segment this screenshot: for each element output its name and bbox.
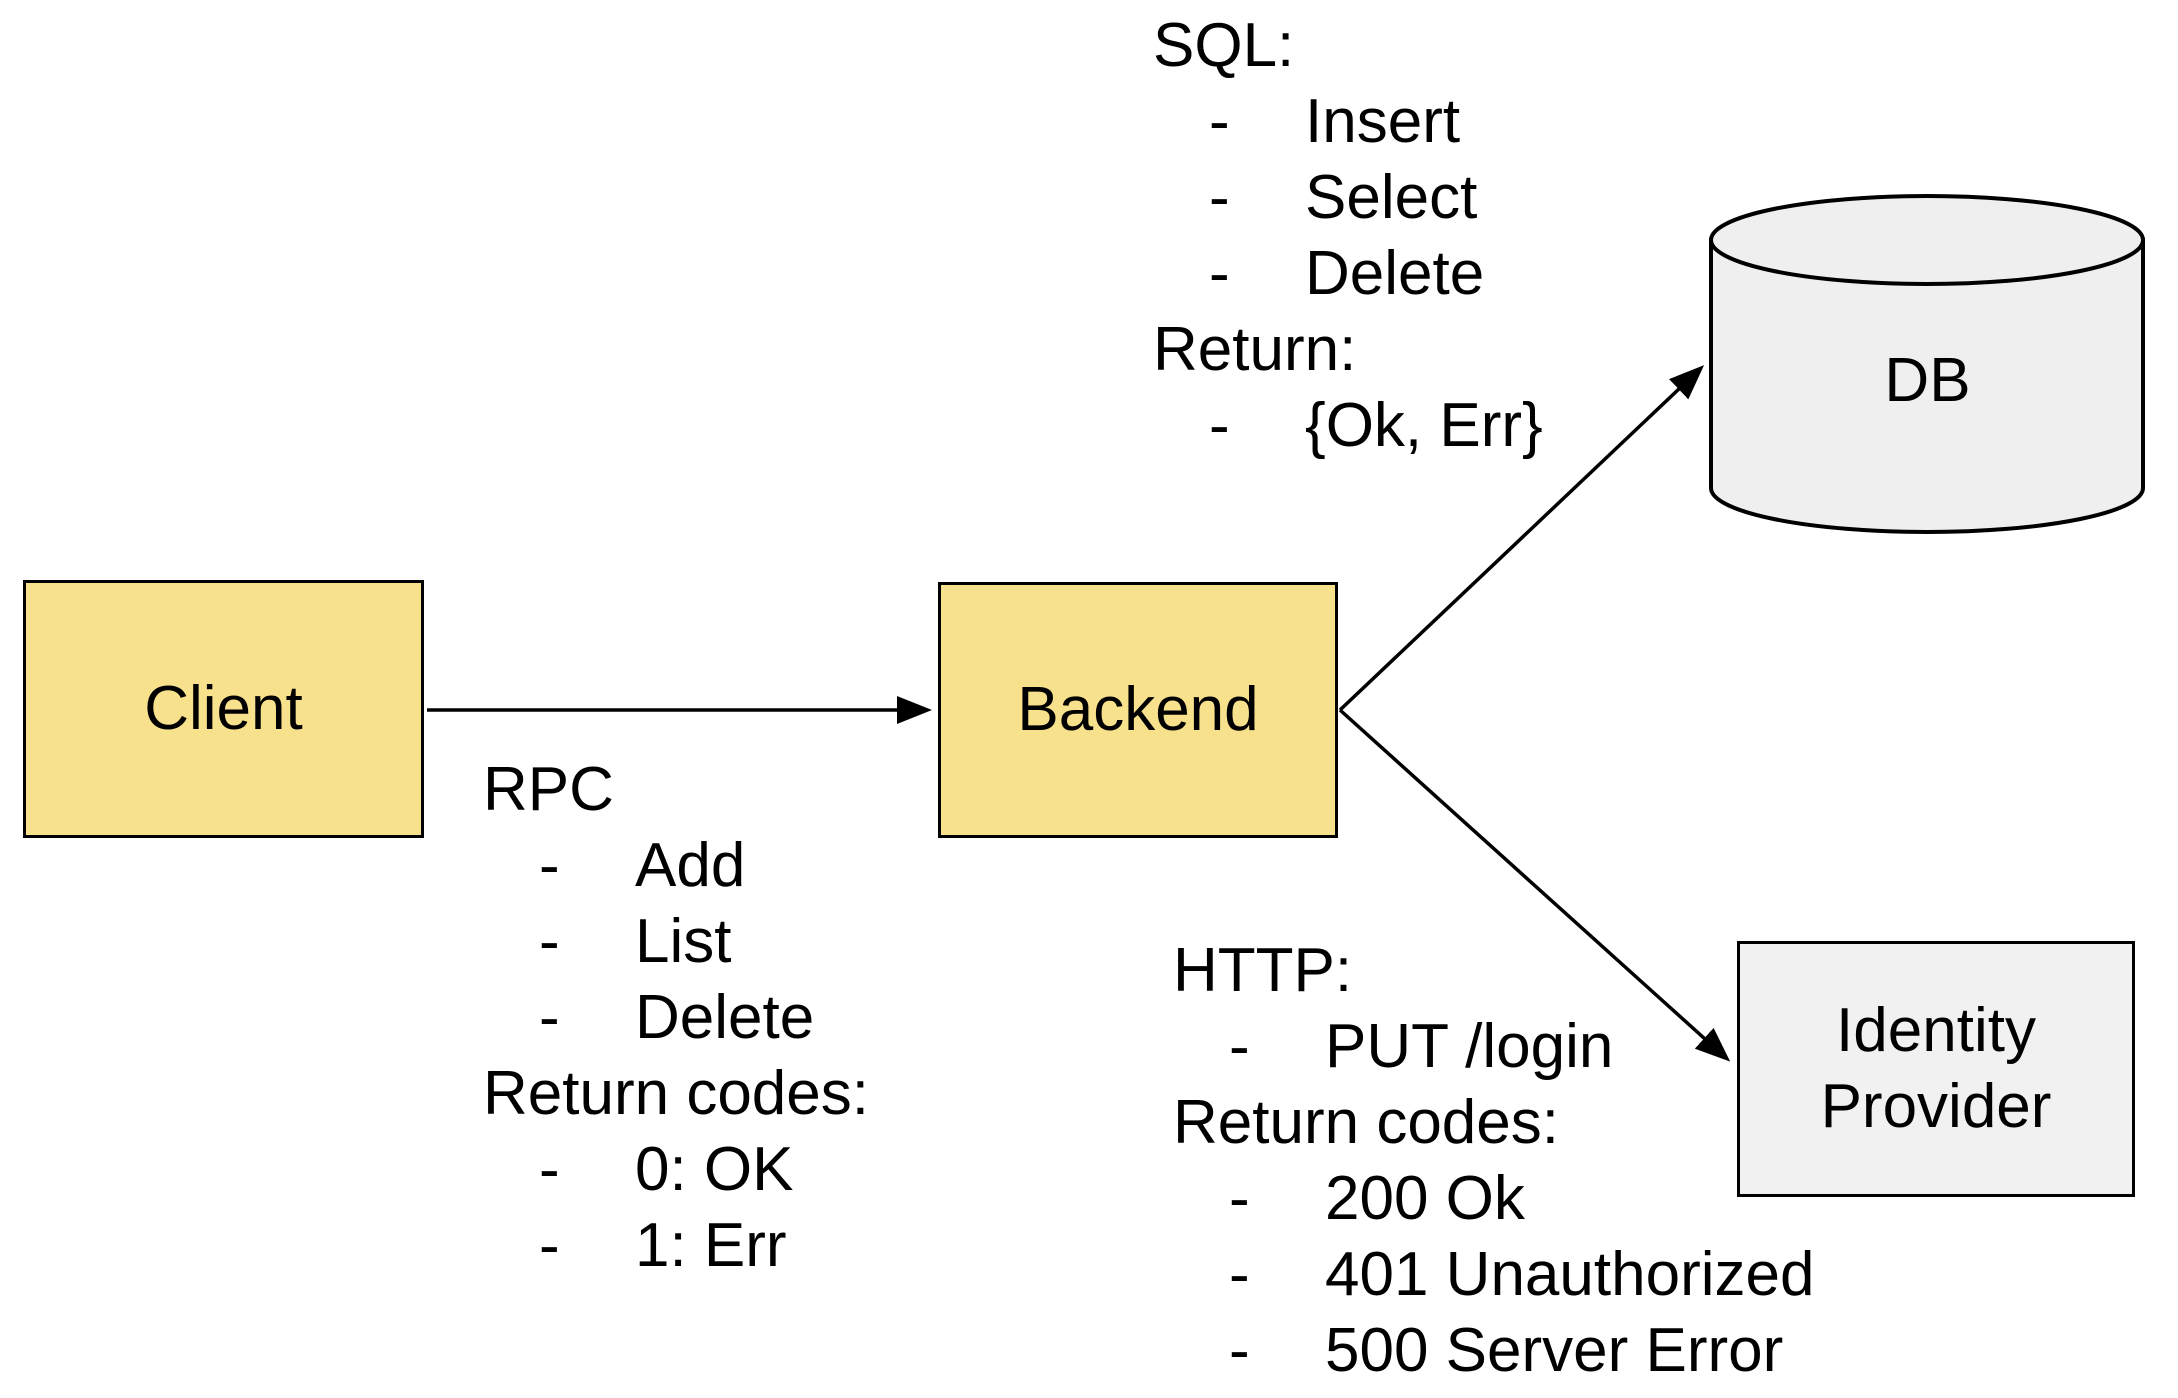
rpc-annotation-header: RPC [483,755,614,824]
bullet-dash: - [1229,1164,1250,1233]
backend-node-label: Backend [1017,675,1259,744]
bullet-dash: - [1229,1012,1250,1081]
http-annotation-return-item: -500 Server Error [1173,1313,1814,1389]
bullet-dash: - [1229,1316,1250,1385]
http-annotation-header: HTTP: [1173,936,1353,1005]
identity-provider-label-line2: Provider [1820,1072,2052,1141]
bullet-dash: - [539,831,560,900]
sql-annotation-return-header: Return: [1153,315,1357,384]
rpc-annotation-item: -Add [483,828,869,904]
rpc-annotation-return-item: -1: Err [483,1208,869,1284]
rpc-annotation-item: -List [483,904,869,980]
rpc-annotation-item: -Delete [483,980,869,1056]
sql-annotation-item: -Delete [1153,236,1543,312]
bullet-dash: - [539,1211,560,1280]
bullet-dash: - [1209,87,1230,156]
identity-provider-node: Identity Provider [1737,941,2135,1197]
http-annotation-item: -PUT /login [1173,1009,1814,1085]
arrow-backend-to-idp [1338,708,1731,1062]
rpc-annotation-return-item: -0: OK [483,1132,869,1208]
http-annotation-return-item: -401 Unauthorized [1173,1237,1814,1313]
db-node-label: DB [1884,346,1971,415]
client-node: Client [23,580,424,838]
db-cylinder-body [1709,238,2145,534]
bullet-dash: - [539,907,560,976]
bullet-dash: - [1229,1240,1250,1309]
rpc-annotation: RPC -Add -List -Delete Return codes: -0:… [483,752,869,1284]
db-cylinder [1709,194,2145,534]
sql-annotation-return-item: -{Ok, Err} [1153,388,1543,464]
bullet-dash: - [1209,391,1230,460]
sql-annotation: SQL: -Insert -Select -Delete Return: -{O… [1153,8,1543,464]
rpc-annotation-return-header: Return codes: [483,1059,869,1128]
bullet-dash: - [539,983,560,1052]
http-annotation: HTTP: -PUT /login Return codes: -200 Ok … [1173,933,1814,1389]
sql-annotation-item: -Select [1153,160,1543,236]
sql-annotation-header: SQL: [1153,11,1295,80]
arrow-backend-to-db [1338,365,1705,712]
client-node-label: Client [144,674,303,743]
identity-provider-label-line1: Identity [1836,996,2036,1065]
http-annotation-return-item: -200 Ok [1173,1161,1814,1237]
bullet-dash: - [1209,239,1230,308]
bullet-dash: - [1209,163,1230,232]
sql-annotation-item: -Insert [1153,84,1543,160]
bullet-dash: - [539,1135,560,1204]
backend-node: Backend [938,582,1338,838]
db-cylinder-top [1709,194,2145,286]
http-annotation-return-header: Return codes: [1173,1088,1559,1157]
